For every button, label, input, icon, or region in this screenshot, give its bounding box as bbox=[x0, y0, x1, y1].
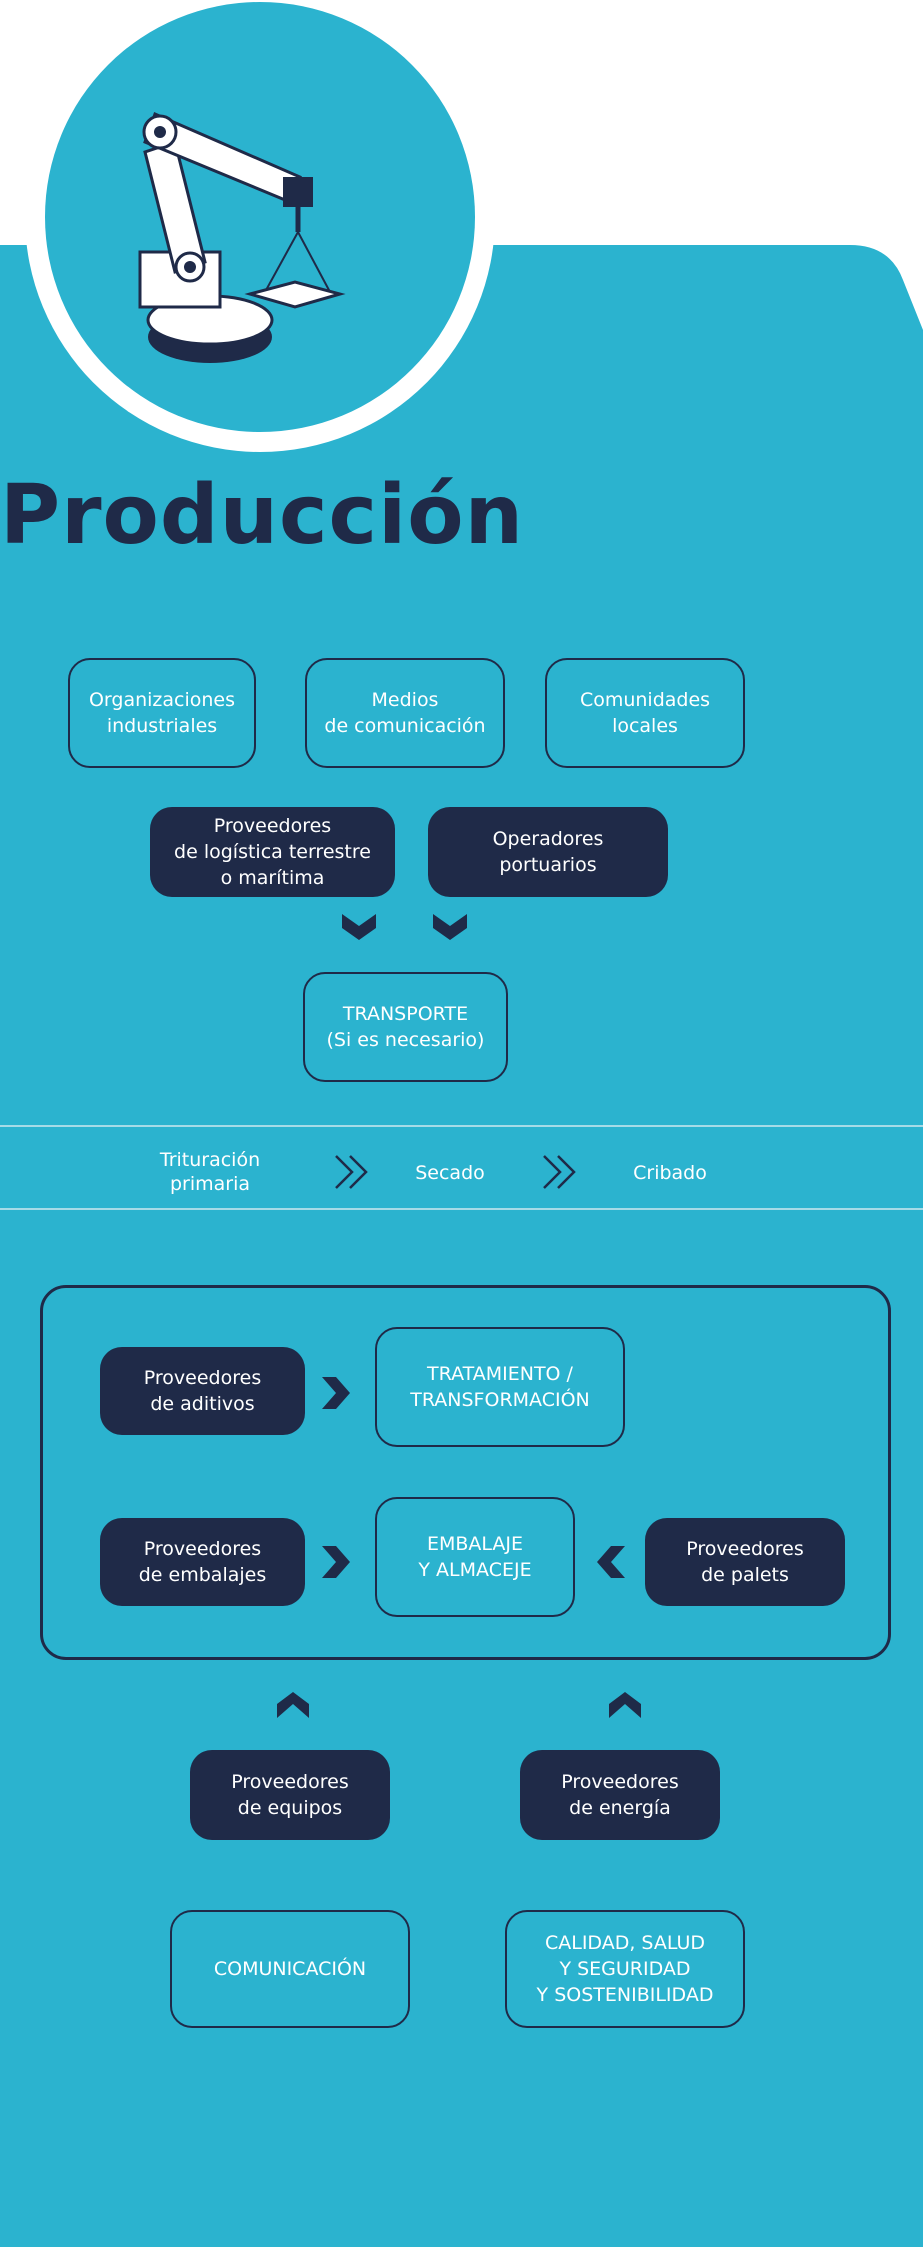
chevron-right-icon bbox=[543, 1155, 576, 1189]
supplier-logistics: Proveedores de logística terrestre o mar… bbox=[150, 807, 395, 897]
supplier-additives: Proveedores de aditivos bbox=[100, 1347, 305, 1435]
divider-bottom bbox=[0, 1208, 923, 1210]
transport-box: TRANSPORTE (Si es necesario) bbox=[303, 972, 508, 1082]
chevron-down-icon bbox=[433, 914, 467, 940]
supplier-energy: Proveedores de energía bbox=[520, 1750, 720, 1840]
step-drying: Secado bbox=[415, 1162, 485, 1184]
supplier-packaging: Proveedores de embalajes bbox=[100, 1518, 305, 1606]
page-title: Producción bbox=[0, 468, 524, 563]
stakeholder-industrial-orgs: Organizaciones industriales bbox=[68, 658, 256, 768]
communication-box: COMUNICACIÓN bbox=[170, 1910, 410, 2028]
chevron-right-icon bbox=[322, 1546, 350, 1578]
stakeholder-local-communities: Comunidades locales bbox=[545, 658, 745, 768]
supplier-equipment: Proveedores de equipos bbox=[190, 1750, 390, 1840]
step-primary-crushing: Trituración primaria bbox=[159, 1149, 261, 1195]
divider-top bbox=[0, 1125, 923, 1127]
step-screening: Cribado bbox=[633, 1162, 707, 1184]
supplier-pallets: Proveedores de palets bbox=[645, 1518, 845, 1606]
chevron-left-icon bbox=[597, 1546, 625, 1578]
robotic-arm-icon bbox=[138, 111, 346, 363]
chevron-up-icon bbox=[609, 1692, 641, 1718]
icon-circle-inner bbox=[45, 2, 475, 432]
supplier-port-operators: Operadores portuarios bbox=[428, 807, 668, 897]
chevron-right-icon bbox=[322, 1377, 350, 1409]
chevron-right-icon bbox=[335, 1155, 368, 1189]
processing-frame bbox=[40, 1285, 891, 1660]
quality-health-safety-box: CALIDAD, SALUD Y SEGURIDAD Y SOSTENIBILI… bbox=[505, 1910, 745, 2028]
chevron-up-icon bbox=[277, 1692, 309, 1718]
stakeholder-media: Medios de comunicación bbox=[305, 658, 505, 768]
chevron-down-icon bbox=[342, 914, 376, 940]
treatment-box: TRATAMIENTO / TRANSFORMACIÓN bbox=[375, 1327, 625, 1447]
packaging-storage-box: EMBALAJE Y ALMACEJE bbox=[375, 1497, 575, 1617]
